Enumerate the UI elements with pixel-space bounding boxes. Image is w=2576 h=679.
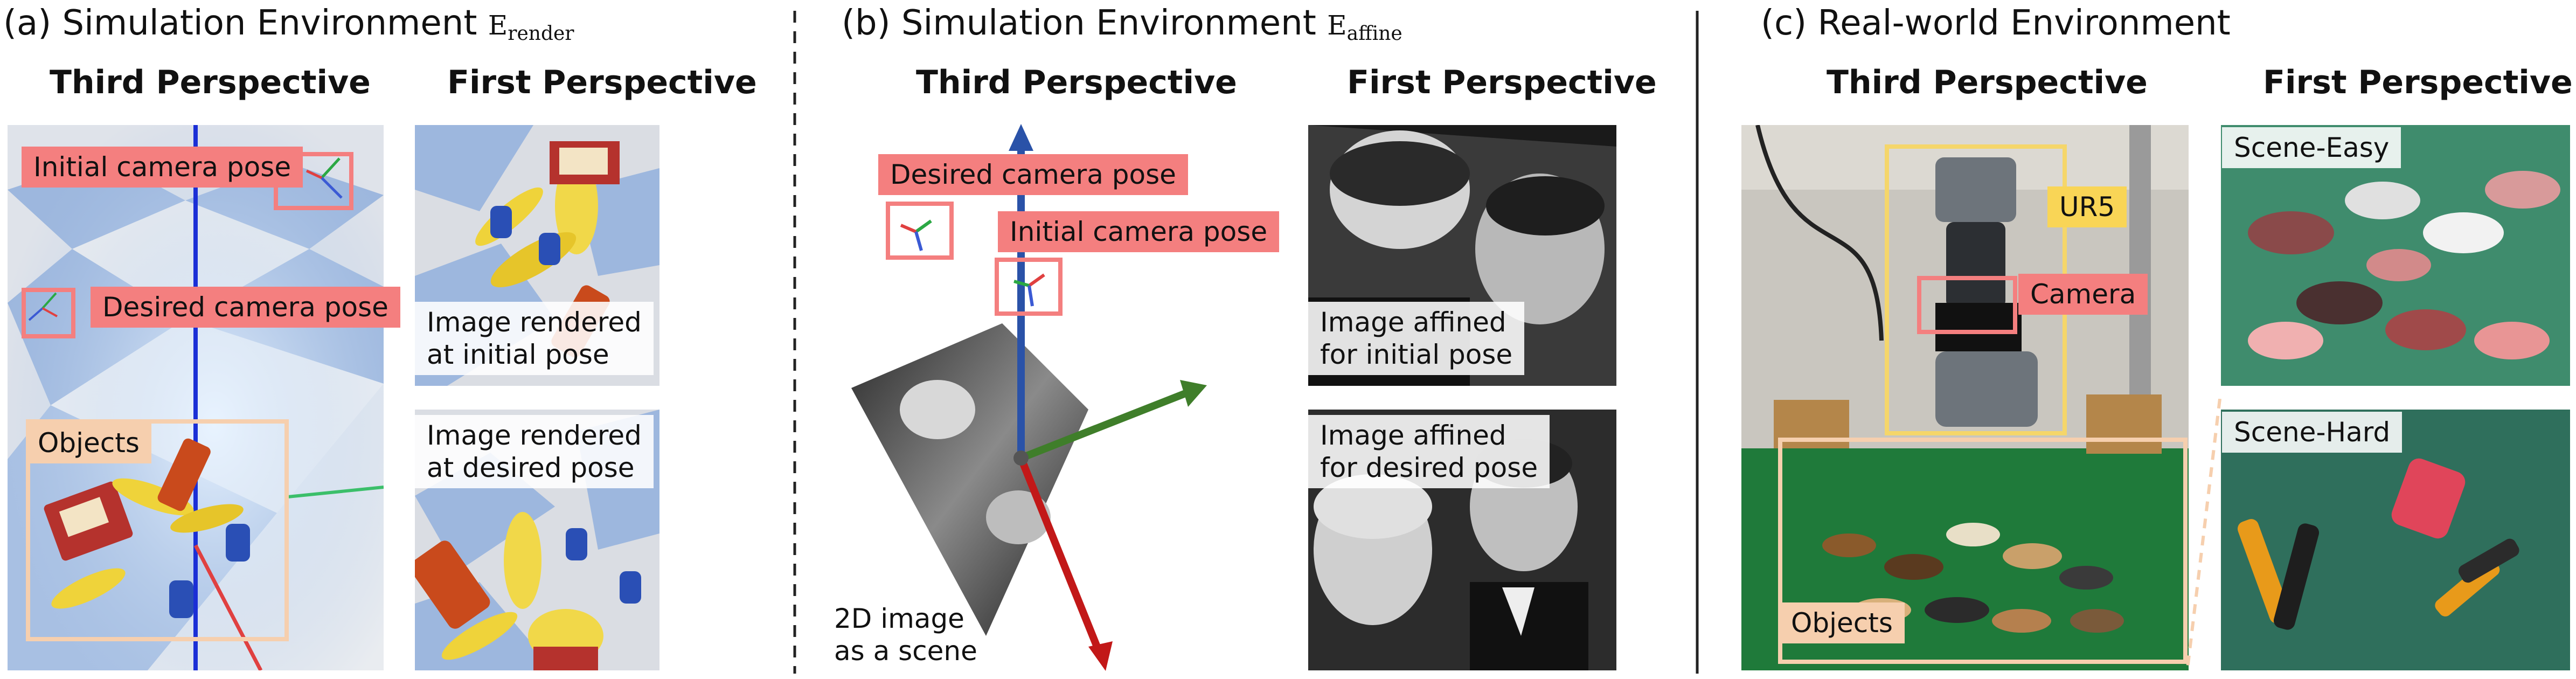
scene-easy-label: Scene-Easy xyxy=(2222,127,2401,168)
dashed-separator xyxy=(793,11,796,674)
objects-label: Objects xyxy=(26,422,151,463)
panel-a-first-header: First Perspective xyxy=(447,64,757,101)
y-axis-arrow xyxy=(1019,390,1187,462)
rendered-desired-caption: Image rendered at desired pose xyxy=(415,415,654,488)
desired-camera-box xyxy=(22,288,75,338)
panel-c-third-header: Third Perspective xyxy=(1827,64,2148,101)
scene-hard-label: Scene-Hard xyxy=(2222,412,2403,453)
objects-box xyxy=(26,419,289,641)
scene-caption: 2D image as a scene xyxy=(834,603,977,667)
ur5-label: UR5 xyxy=(2047,186,2127,227)
panel-b-third-header: Third Perspective xyxy=(916,64,1237,101)
panel-a-third-header: Third Perspective xyxy=(50,64,371,101)
initial-camera-pose-label: Initial camera pose xyxy=(22,147,303,188)
desired-camera-pose-label: Desired camera pose xyxy=(91,287,400,328)
panel-b-title: (b) Simulation Environment Eaffine xyxy=(842,3,1402,45)
rendered-initial-caption: Image rendered at initial pose xyxy=(415,302,654,375)
scene-easy-view xyxy=(2221,125,2570,386)
panel-b-first-header: First Perspective xyxy=(1347,64,1657,101)
real-objects-label: Objects xyxy=(1779,602,1905,643)
scene-hard-view xyxy=(2221,410,2570,670)
affined-desired-caption: Image affined for desired pose xyxy=(1308,415,1550,488)
zoom-dashed-line xyxy=(2186,399,2221,669)
panel-c-first-header: First Perspective xyxy=(2263,64,2573,101)
b-initial-camera-pose-label: Initial camera pose xyxy=(998,211,1280,252)
affined-initial-caption: Image affined for initial pose xyxy=(1308,302,1525,375)
real-objects-box xyxy=(1778,438,2188,664)
camera-label: Camera xyxy=(2018,274,2148,315)
solid-separator xyxy=(1696,11,1699,674)
scene-image-plane xyxy=(851,323,1088,636)
x-axis-arrow xyxy=(1017,456,1103,654)
camera-box xyxy=(1917,276,2017,334)
b-desired-camera-pose-label: Desired camera pose xyxy=(878,154,1188,195)
panel-c-title: (c) Real-world Environment xyxy=(1761,3,2231,43)
panel-a-title: (a) Simulation Environment Erender xyxy=(3,3,574,45)
